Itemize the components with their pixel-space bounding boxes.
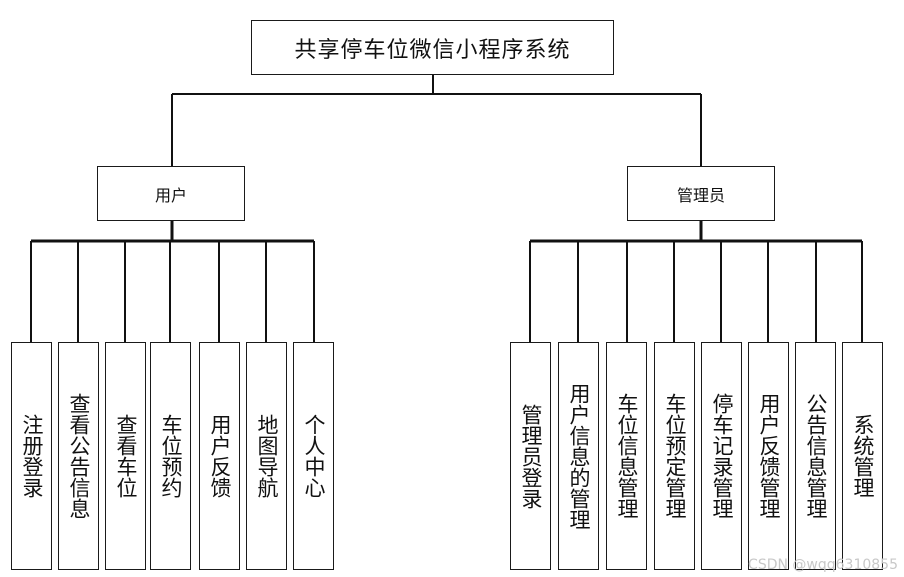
leaf-label: 用户反馈管理 xyxy=(757,393,781,519)
leaf-label: 查看车位 xyxy=(114,414,138,498)
leaf-label: 系统管理 xyxy=(851,414,875,498)
leaf-label: 用户信息的管理 xyxy=(567,382,591,530)
leaf-node: 查看公告信息 xyxy=(58,342,99,570)
leaf-label: 注册登录 xyxy=(20,414,44,498)
leaf-label: 用户反馈 xyxy=(208,414,232,498)
leaf-label: 公告信息管理 xyxy=(804,393,828,519)
leaf-node: 用户反馈 xyxy=(199,342,240,570)
leaf-node: 注册登录 xyxy=(11,342,52,570)
leaf-label: 个人中心 xyxy=(302,414,326,498)
watermark: CSDN @wqq6310855 xyxy=(748,557,898,573)
leaf-label: 停车记录管理 xyxy=(710,393,734,519)
leaf-node: 系统管理 xyxy=(842,342,883,570)
branch-node-admin: 管理员 xyxy=(627,166,775,221)
leaf-node: 用户信息的管理 xyxy=(558,342,599,570)
leaf-node: 停车记录管理 xyxy=(701,342,742,570)
leaf-node: 车位预约 xyxy=(150,342,191,570)
root-label: 共享停车位微信小程序系统 xyxy=(294,37,571,63)
leaf-node: 个人中心 xyxy=(293,342,334,570)
leaf-label: 车位信息管理 xyxy=(615,393,639,519)
leaf-node: 查看车位 xyxy=(105,342,146,570)
branch-node-user: 用户 xyxy=(97,166,245,221)
branch-label-user: 用户 xyxy=(154,185,187,205)
leaf-node: 用户反馈管理 xyxy=(748,342,789,570)
root-node: 共享停车位微信小程序系统 xyxy=(251,20,614,75)
leaf-label: 地图导航 xyxy=(255,414,279,498)
leaf-label: 管理员登录 xyxy=(519,403,543,509)
leaf-label: 车位预定管理 xyxy=(663,393,687,519)
leaf-node: 管理员登录 xyxy=(510,342,551,570)
leaf-node: 车位预定管理 xyxy=(654,342,695,570)
leaf-label: 车位预约 xyxy=(159,414,183,498)
branch-label-admin: 管理员 xyxy=(676,185,725,205)
leaf-node: 公告信息管理 xyxy=(795,342,836,570)
leaf-label: 查看公告信息 xyxy=(67,393,91,519)
leaf-node: 车位信息管理 xyxy=(606,342,647,570)
leaf-node: 地图导航 xyxy=(246,342,287,570)
